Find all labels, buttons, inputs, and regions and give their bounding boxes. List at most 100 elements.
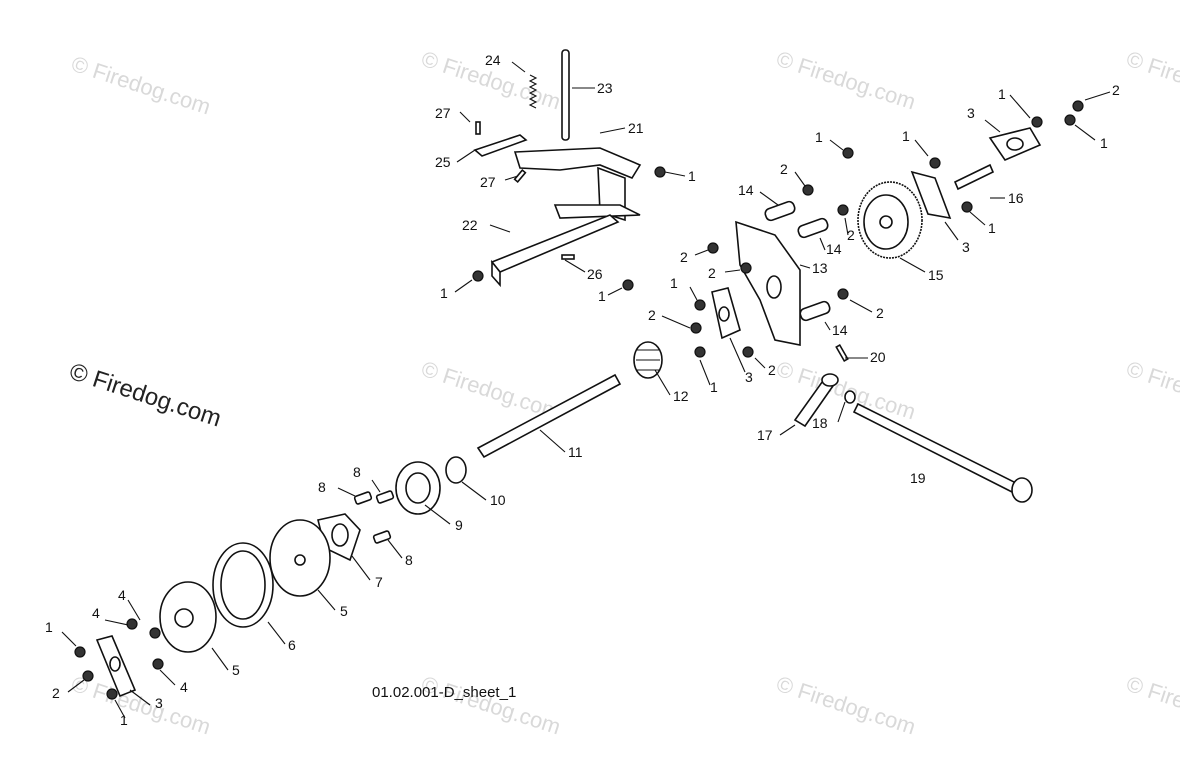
part-rod-long	[852, 402, 1022, 496]
part-spring	[528, 74, 538, 109]
part-nut	[961, 201, 973, 213]
callout-12: 12	[673, 388, 689, 404]
callout-1: 1	[670, 275, 678, 291]
callout-1: 1	[815, 129, 823, 145]
part-nut	[106, 688, 118, 700]
callout-17: 17	[757, 427, 773, 443]
callout-2: 2	[768, 362, 776, 378]
callout-20: 20	[870, 349, 886, 365]
callout-15: 15	[928, 267, 944, 283]
callout-19: 19	[910, 470, 926, 486]
part-bearing-hole	[718, 306, 730, 322]
part-bearing-hole	[1006, 137, 1024, 151]
part-snap-ring	[445, 456, 467, 484]
callout-14: 14	[832, 322, 848, 338]
part-nut	[740, 262, 752, 274]
callout-18: 18	[812, 415, 828, 431]
callout-1: 1	[1100, 135, 1108, 151]
callout-14: 14	[738, 182, 754, 198]
part-bolt	[372, 530, 392, 544]
part-washer	[844, 390, 856, 404]
part-pin	[835, 343, 849, 363]
callout-1: 1	[902, 128, 910, 144]
part-bar	[490, 214, 620, 273]
callout-2: 2	[680, 249, 688, 265]
part-bolt	[375, 490, 395, 504]
part-nut	[654, 166, 666, 178]
callout-7: 7	[375, 574, 383, 590]
part-nut	[842, 147, 854, 159]
watermark: © Firedog.com	[68, 671, 213, 739]
callout-13: 13	[812, 260, 828, 276]
part-nut	[622, 279, 634, 291]
part-nut	[802, 184, 814, 196]
part-rod-end	[1011, 477, 1033, 503]
callout-5: 5	[340, 603, 348, 619]
callout-10: 10	[490, 492, 506, 508]
gear-assembly	[690, 100, 1084, 358]
callout-2: 2	[708, 265, 716, 281]
part-nut	[1031, 116, 1043, 128]
part-nut	[694, 346, 706, 358]
part-nut	[126, 618, 138, 630]
watermark-prominent: © Firedog.com	[66, 358, 224, 432]
watermark: © Firedog.com	[1123, 46, 1180, 114]
part-bearing-plate	[910, 170, 952, 220]
callout-2: 2	[876, 305, 884, 321]
callout-23: 23	[597, 80, 613, 96]
callout-14: 14	[826, 241, 842, 257]
part-flange-hub	[331, 523, 349, 547]
part-spacer	[797, 217, 829, 239]
part-spacer	[764, 200, 796, 222]
callout-9: 9	[455, 517, 463, 533]
callout-5: 5	[232, 662, 240, 678]
callout-3: 3	[967, 105, 975, 121]
lever-assembly	[793, 343, 1033, 503]
part-nut	[472, 270, 484, 282]
callout-3: 3	[962, 239, 970, 255]
part-nut	[149, 627, 161, 639]
callout-1: 1	[45, 619, 53, 635]
part-disc-hole	[174, 608, 194, 628]
part-lower-bracket	[553, 204, 641, 219]
callout-27: 27	[435, 105, 451, 121]
watermark: © Firedog.com	[68, 51, 213, 119]
part-lever	[473, 134, 528, 157]
callout-8: 8	[405, 552, 413, 568]
callout-3: 3	[155, 695, 163, 711]
part-nut	[690, 322, 702, 334]
callout-1: 1	[710, 379, 718, 395]
callout-22: 22	[462, 217, 478, 233]
callout-3: 3	[745, 369, 753, 385]
part-nut	[82, 670, 94, 682]
callout-1: 1	[120, 712, 128, 728]
callout-1: 1	[688, 168, 696, 184]
part-bolt	[353, 491, 373, 505]
part-bearing-hole	[109, 656, 121, 672]
part-nut	[152, 658, 164, 670]
part-nut	[1072, 100, 1084, 112]
part-nut	[742, 346, 754, 358]
callout-1: 1	[440, 285, 448, 301]
watermark: © Firedog.com	[773, 671, 918, 739]
part-rod	[561, 49, 570, 141]
callout-2: 2	[52, 685, 60, 701]
callout-1: 1	[598, 288, 606, 304]
linkage-assembly	[472, 49, 666, 291]
watermark: © Firedog.com	[773, 46, 918, 114]
part-pin	[561, 254, 575, 260]
part-nut	[1064, 114, 1076, 126]
watermark: © Firedog.com	[1123, 356, 1180, 424]
part-bar-end	[491, 259, 501, 288]
callout-1: 1	[988, 220, 996, 236]
callout-1: 1	[998, 86, 1006, 102]
part-disc-hole	[294, 554, 306, 566]
part-shaft	[953, 163, 995, 191]
part-spacer	[799, 300, 831, 322]
part-nut	[837, 204, 849, 216]
callout-11: 11	[568, 444, 583, 460]
callout-2: 2	[1112, 82, 1120, 98]
callout-16: 16	[1008, 190, 1024, 206]
part-nut	[694, 299, 706, 311]
